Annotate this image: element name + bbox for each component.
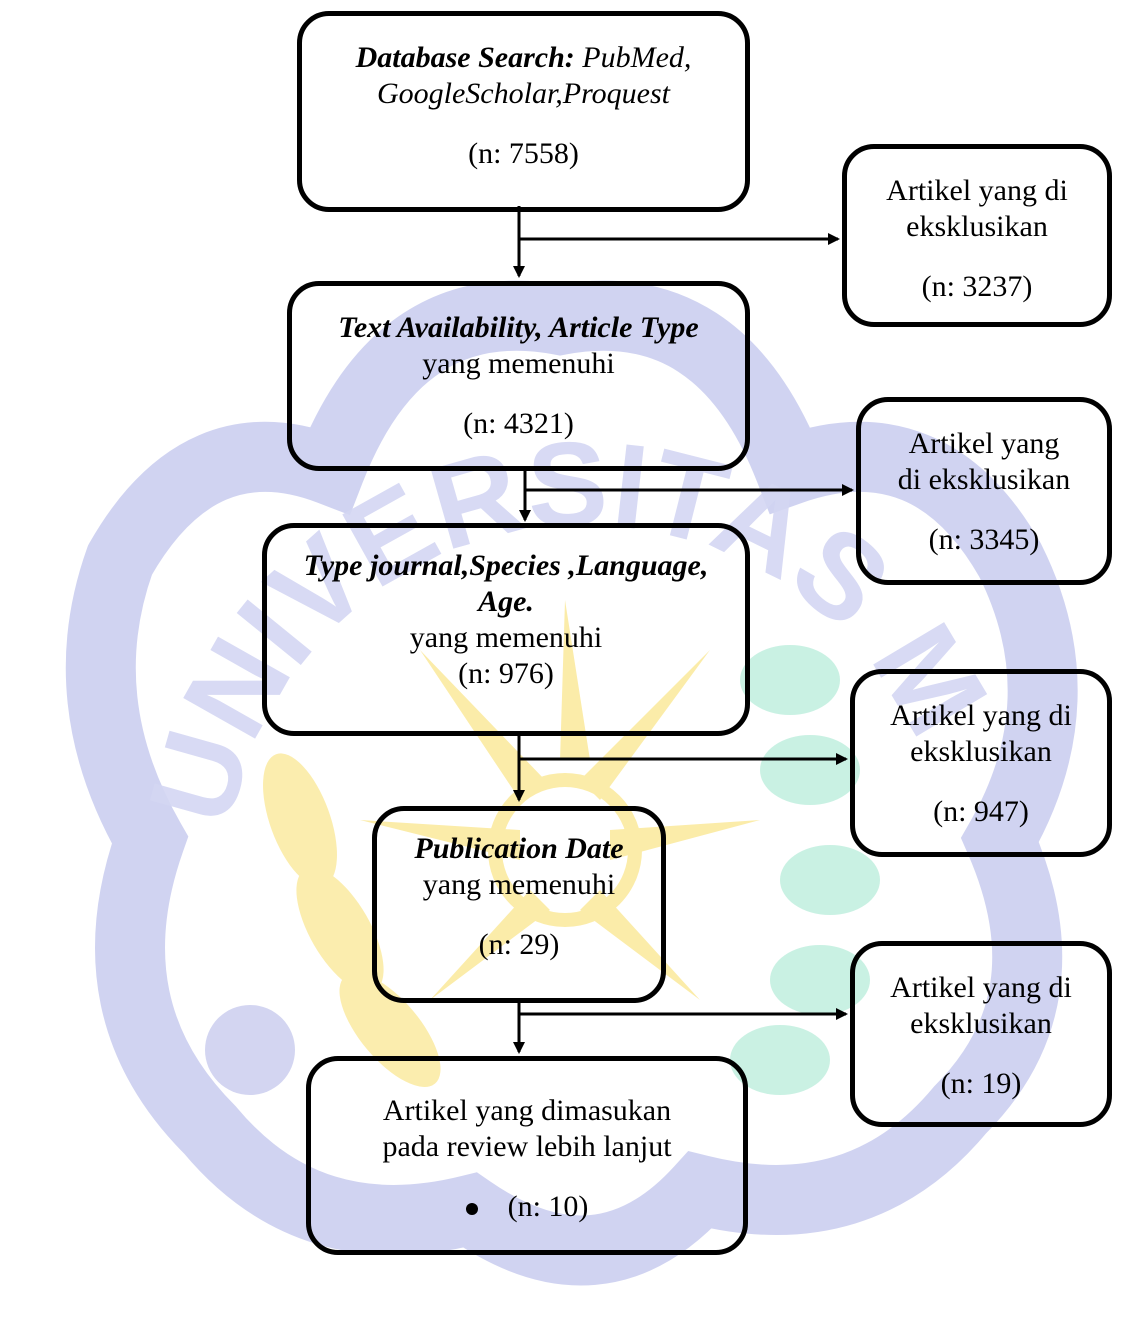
text-availability-sub: yang memenuhi	[422, 347, 615, 380]
excluded-count: (n: 3237)	[921, 270, 1033, 303]
included-articles-box: Artikel yang dimasukan pada review lebih…	[306, 1056, 748, 1255]
excluded-label-line2: eksklusikan	[910, 735, 1052, 768]
included-line2: pada review lebih lanjut	[382, 1130, 672, 1163]
publication-date-count: (n: 29)	[478, 928, 560, 961]
excluded-box-4: Artikel yang di eksklusikan (n: 19)	[850, 941, 1112, 1127]
database-sources-line2: GoogleScholar,Proquest	[376, 77, 671, 110]
excluded-label: Artikel yang di	[890, 971, 1072, 1004]
type-journal-sub: yang memenuhi	[409, 621, 603, 654]
included-count: (n: 10)	[507, 1190, 589, 1223]
database-search-label: Database Search:	[355, 41, 575, 74]
excluded-label-line2: eksklusikan	[906, 210, 1048, 243]
excluded-box-1: Artikel yang di eksklusikan (n: 3237)	[842, 144, 1112, 327]
excluded-box-2: Artikel yang di eksklusikan (n: 3345)	[856, 397, 1112, 585]
text-availability-box: Text Availability, Article Type yang mem…	[287, 281, 750, 471]
text-availability-title: Text Availability, Article Type	[338, 311, 699, 344]
excluded-box-3: Artikel yang di eksklusikan (n: 947)	[850, 669, 1112, 857]
included-line1: Artikel yang dimasukan	[382, 1094, 672, 1127]
database-sources: PubMed,	[574, 41, 692, 74]
type-journal-count: (n: 976)	[458, 657, 554, 690]
type-journal-box: Type journal,Species ,Language, Age. yan…	[262, 523, 750, 736]
excluded-count: (n: 3345)	[928, 523, 1040, 556]
publication-date-box: Publication Date yang memenuhi (n: 29)	[372, 806, 666, 1003]
type-journal-title: Type journal,Species ,Language,	[303, 549, 709, 582]
excluded-label: Artikel yang di	[890, 699, 1072, 732]
database-search-box: Database Search: PubMed, GoogleScholar,P…	[297, 11, 750, 212]
watermark-ring	[65, 280, 1078, 1286]
excluded-label-line2: di eksklusikan	[897, 463, 1071, 496]
watermark-star	[360, 600, 760, 1000]
bullet-icon	[465, 1203, 478, 1216]
excluded-label-line2: eksklusikan	[910, 1007, 1052, 1040]
publication-date-title: Publication Date	[414, 832, 624, 865]
excluded-label: Artikel yang	[908, 427, 1060, 460]
publication-date-sub: yang memenuhi	[422, 868, 616, 901]
excluded-count: (n: 947)	[933, 795, 1029, 828]
excluded-count: (n: 19)	[940, 1067, 1022, 1100]
excluded-label: Artikel yang di	[886, 174, 1068, 207]
watermark-leaves	[730, 645, 880, 1095]
search-count: (n: 7558)	[468, 137, 579, 170]
type-journal-title-line2: Age.	[478, 585, 534, 618]
text-availability-count: (n: 4321)	[463, 407, 574, 440]
